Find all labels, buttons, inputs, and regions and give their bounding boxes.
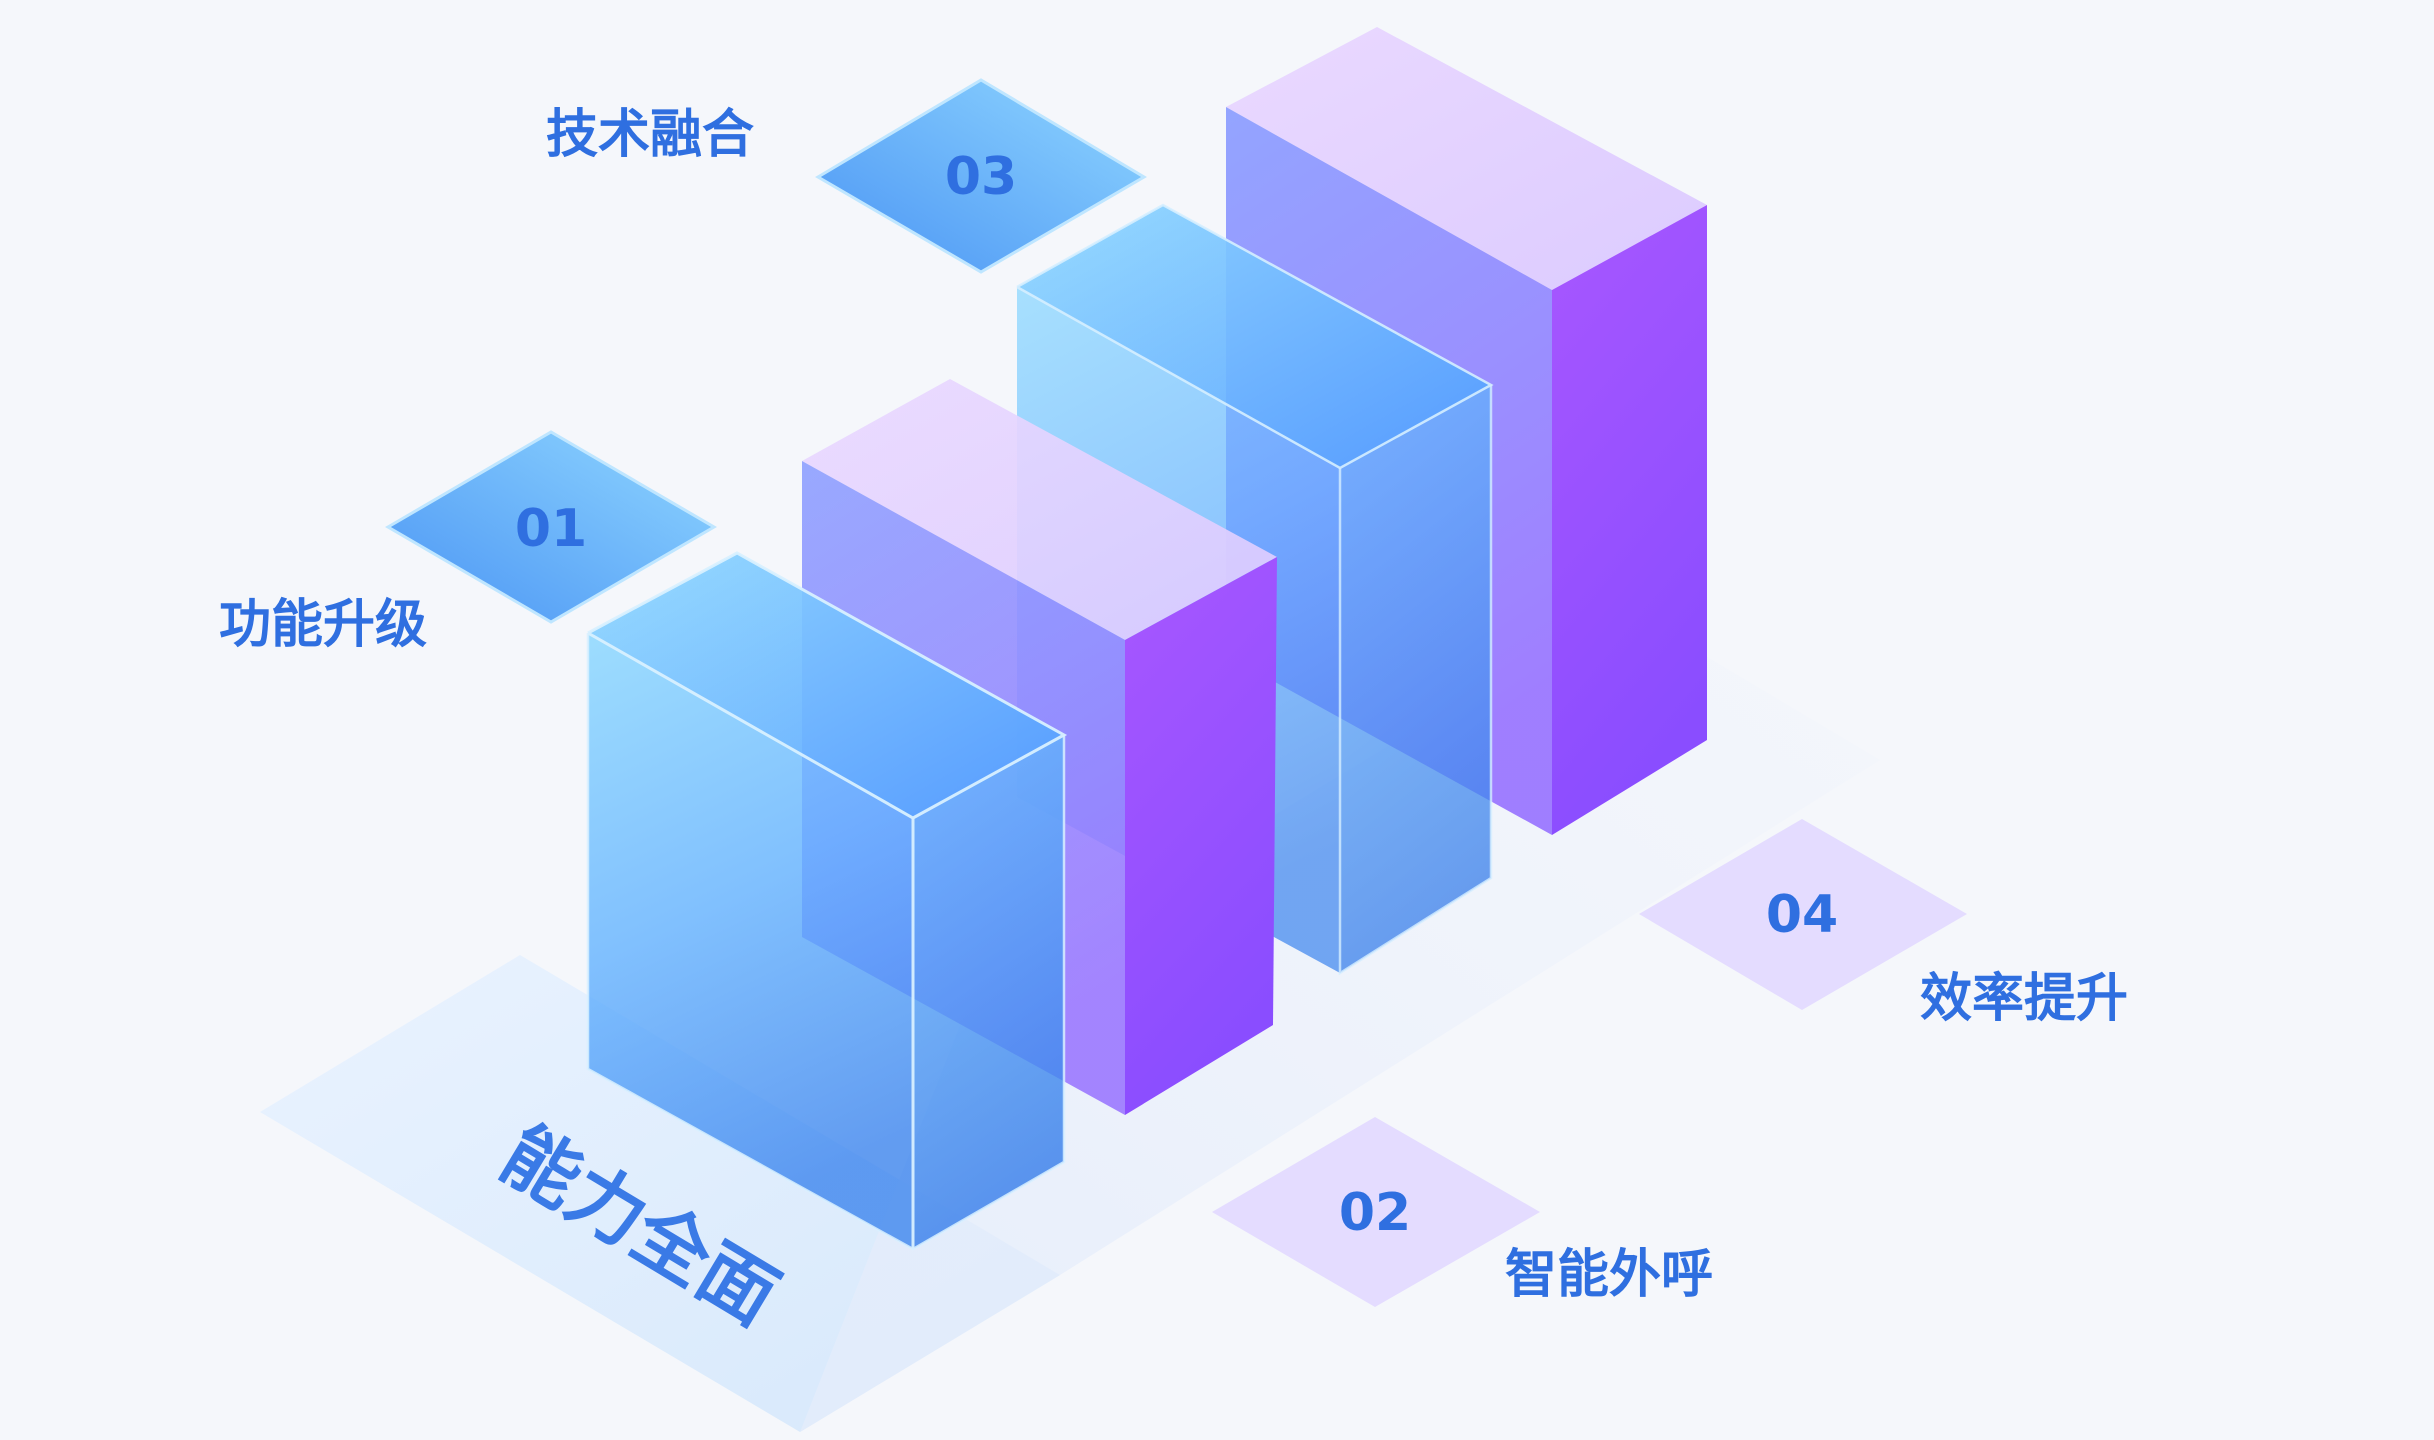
step-number-03: 03	[945, 147, 1017, 207]
step-label-03: 技术融合	[546, 105, 754, 165]
floor-path	[800, 605, 1880, 1432]
step-number-04: 04	[1766, 885, 1838, 945]
step-label-02: 智能外呼	[1505, 1245, 1713, 1305]
step-tile-02	[1212, 1117, 1540, 1307]
bar-blue-front	[586, 551, 1068, 1251]
step-tile-04	[1639, 819, 1967, 1010]
step-tile-01	[385, 430, 717, 624]
step-label-01: 功能升级	[219, 595, 427, 655]
step-label-04: 效率提升	[1920, 969, 2128, 1029]
step-number-02: 02	[1339, 1183, 1411, 1243]
step-number-01: 01	[515, 499, 587, 559]
step-tile-03	[815, 78, 1147, 274]
